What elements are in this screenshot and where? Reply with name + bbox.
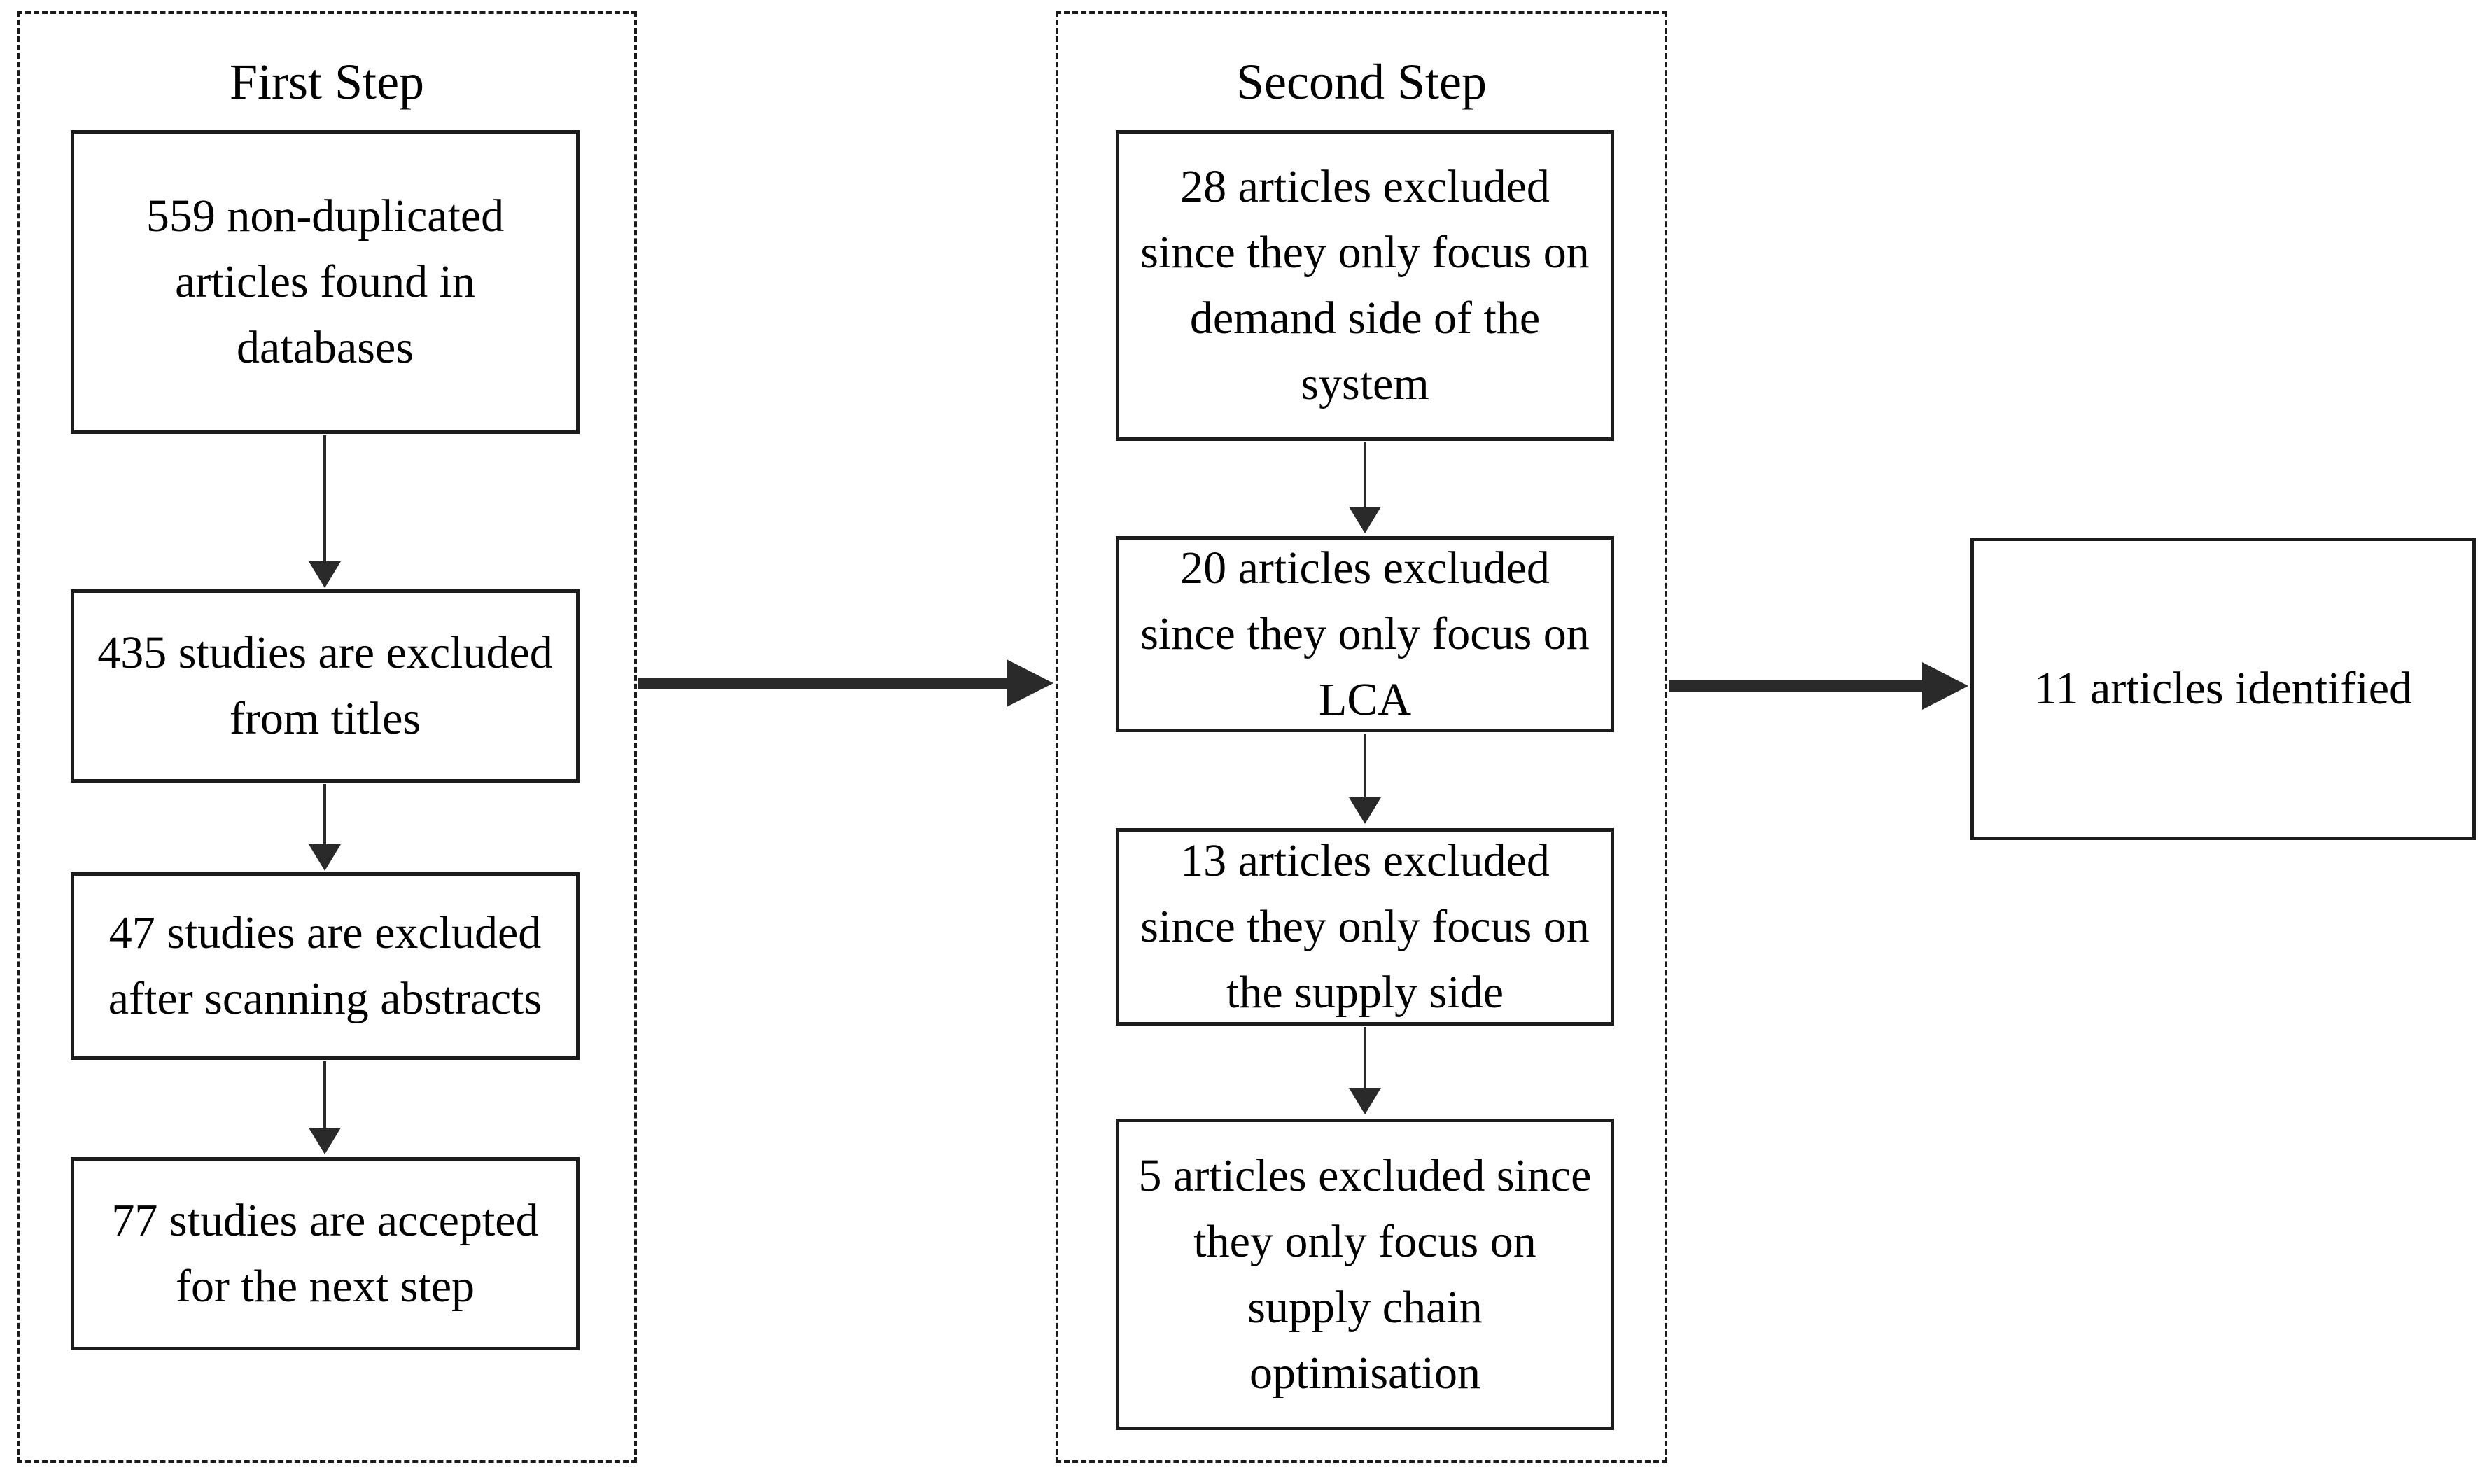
box-excluded-lca: 20 articles excluded since they only foc… (1116, 536, 1614, 732)
box-accepted-next-step: 77 studies are accepted for the next ste… (71, 1157, 580, 1350)
box-excluded-supply-chain-optimisation: 5 articles excluded since they only focu… (1116, 1119, 1614, 1430)
box-articles-identified: 11 articles identified (1970, 538, 2476, 840)
arrow-second-step-to-result (1669, 662, 1968, 710)
box-found-databases: 559 non-duplicated articles found in dat… (71, 130, 580, 434)
box-excluded-titles-label: 435 studies are excluded from titles (97, 627, 553, 744)
arrow-excluded-titles-to-excluded-abstracts (309, 784, 341, 871)
box-excluded-supply-side-label: 13 articles excluded since they only foc… (1140, 835, 1590, 1018)
box-excluded-demand-side: 28 articles excluded since they only foc… (1116, 130, 1614, 441)
arrow-excluded-abstracts-to-accepted (309, 1061, 341, 1154)
box-found-databases-label: 559 non-duplicated articles found in dat… (146, 190, 505, 373)
arrow-found-to-excluded-titles (309, 435, 341, 588)
box-articles-identified-label: 11 articles identified (2033, 663, 2413, 714)
second-step-title: Second Step (1236, 54, 1487, 110)
first-step-container: First Step (17, 11, 637, 1463)
box-excluded-titles: 435 studies are excluded from titles (71, 589, 580, 783)
box-excluded-supply-chain-optimisation-label: 5 articles excluded since they only focu… (1138, 1149, 1592, 1399)
arrow-demand-to-lca (1349, 442, 1381, 533)
box-excluded-abstracts-label: 47 studies are excluded after scanning a… (108, 907, 542, 1024)
box-excluded-lca-label: 20 articles excluded since they only foc… (1140, 542, 1590, 725)
first-step-title: First Step (229, 54, 425, 110)
box-excluded-demand-side-label: 28 articles excluded since they only foc… (1140, 161, 1590, 410)
box-excluded-supply-side: 13 articles excluded since they only foc… (1116, 828, 1614, 1026)
box-excluded-abstracts: 47 studies are excluded after scanning a… (71, 872, 580, 1060)
arrow-lca-to-supply (1349, 734, 1381, 824)
arrow-supply-to-optimisation (1349, 1027, 1381, 1114)
box-accepted-next-step-label: 77 studies are accepted for the next ste… (111, 1195, 539, 1312)
second-step-container: Second Step (1056, 11, 1667, 1463)
arrow-first-step-to-second-step (638, 659, 1053, 707)
